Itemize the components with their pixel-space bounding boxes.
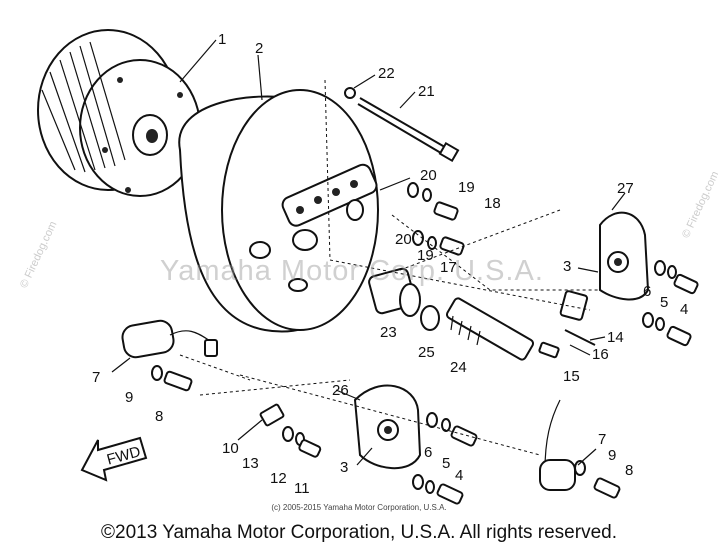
callout-8b: 8 (625, 462, 633, 479)
small-copyright-text: (c) 2005-2015 Yamaha Motor Corporation, … (271, 503, 447, 512)
callout-13: 13 (242, 455, 259, 472)
stator-coil-part-1 (37, 29, 201, 197)
leader-lines (111, 39, 626, 466)
callout-6a: 6 (643, 283, 651, 300)
fwd-arrow-icon: FWD (80, 436, 148, 482)
washer-part-25 (420, 305, 440, 331)
condenser-part-14 (538, 290, 596, 359)
main-copyright-text: ©2013 Yamaha Motor Corporation, U.S.A. A… (101, 522, 617, 543)
callout-22: 22 (378, 65, 395, 82)
callout-20b: 20 (395, 231, 412, 248)
callout-4a: 4 (680, 301, 688, 318)
callout-4b: 4 (455, 467, 463, 484)
bushing-part-23 (368, 267, 421, 317)
callout-14: 14 (607, 329, 624, 346)
callout-9a: 9 (125, 389, 133, 406)
bolt-part-21 (344, 87, 460, 163)
flywheel-part-2 (178, 89, 379, 333)
callout-3b: 3 (340, 459, 348, 476)
callout-7b: 7 (598, 431, 606, 448)
screws-part-17-18 (407, 182, 465, 256)
bolt-part-24 (445, 297, 535, 361)
condenser-part-7-left (121, 319, 218, 392)
watermark-text: Yamaha Motor Corp. U.S.A. (160, 255, 544, 287)
callout-5a: 5 (660, 294, 668, 311)
callout-23: 23 (380, 324, 397, 341)
callout-19b: 19 (417, 247, 434, 264)
callout-16: 16 (592, 346, 609, 363)
callout-26: 26 (332, 382, 349, 399)
callout-5b: 5 (442, 455, 450, 472)
callout-19a: 19 (458, 179, 475, 196)
condenser-part-7-right (539, 399, 621, 499)
callout-9b: 9 (608, 447, 616, 464)
callout-17: 17 (440, 259, 457, 276)
callout-21: 21 (418, 83, 435, 100)
callout-12: 12 (270, 470, 287, 487)
callout-numbers: 1 2 22 21 20 19 18 20 19 17 27 3 6 5 4 1… (92, 31, 688, 497)
callout-10: 10 (222, 440, 239, 457)
callout-18: 18 (484, 195, 501, 212)
callout-8a: 8 (155, 408, 163, 425)
callout-24: 24 (450, 359, 467, 376)
callout-7a: 7 (92, 369, 100, 386)
assembly-lines (179, 79, 600, 456)
callout-2: 2 (255, 40, 263, 57)
callout-27: 27 (617, 180, 634, 197)
callout-25: 25 (418, 344, 435, 361)
callout-20a: 20 (420, 167, 437, 184)
callout-15: 15 (563, 368, 580, 385)
callout-1: 1 (218, 31, 226, 48)
breaker-plate-part-26 (353, 384, 478, 505)
callout-3a: 3 (563, 258, 571, 275)
callout-6b: 6 (424, 444, 432, 461)
clip-parts-10-13 (259, 403, 322, 458)
contact-breaker-part-27 (599, 211, 699, 347)
callout-11: 11 (294, 480, 310, 497)
